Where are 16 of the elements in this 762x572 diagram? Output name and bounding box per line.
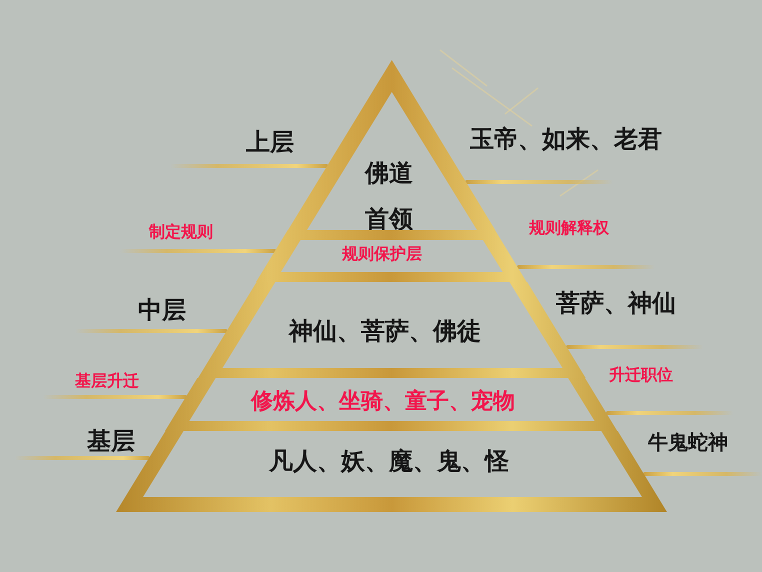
- tier-text: 凡人、妖、魔、鬼、怪: [269, 449, 509, 473]
- side-label: 菩萨、神仙: [556, 291, 676, 315]
- pyramid-tier: [256, 230, 528, 282]
- tier-text: 佛道首领: [364, 157, 414, 235]
- tier-text: 规则保护层: [342, 246, 422, 262]
- side-label: 制定规则: [149, 224, 213, 240]
- side-label: 规则解释权: [529, 220, 609, 236]
- side-label: 上层: [246, 130, 294, 154]
- side-label: 基层升迁: [75, 373, 139, 389]
- side-label: 基层: [87, 429, 135, 453]
- tier-text: 修炼人、坐骑、童子、宠物: [250, 390, 515, 412]
- side-label: 牛鬼蛇神: [648, 432, 728, 452]
- side-label: 升迁职位: [609, 367, 673, 383]
- side-label: 中层: [138, 298, 186, 322]
- side-label: 玉帝、如来、老君: [470, 127, 662, 151]
- tier-text: 神仙、菩萨、佛徒: [288, 319, 481, 343]
